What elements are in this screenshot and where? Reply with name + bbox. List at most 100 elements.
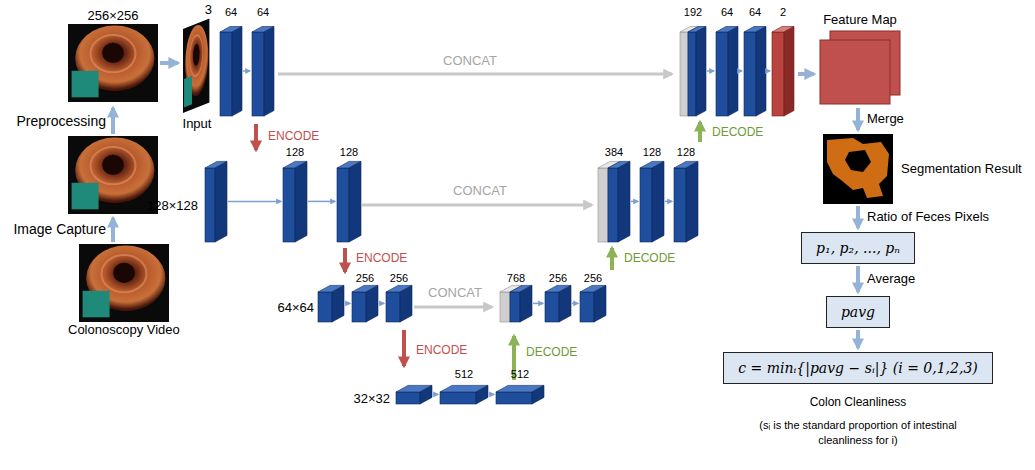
slab-front bbox=[396, 392, 420, 404]
layer-slab bbox=[772, 27, 794, 117]
layer-arrow bbox=[489, 394, 494, 396]
overlay-patch bbox=[184, 76, 192, 108]
node-caption: 256×256 bbox=[88, 8, 139, 24]
concat-arrow bbox=[278, 73, 672, 76]
slab-front bbox=[500, 292, 510, 322]
layer-arrow bbox=[767, 70, 770, 72]
slab-side bbox=[349, 161, 361, 242]
channel-count: 256 bbox=[356, 271, 374, 286]
layer-slab bbox=[220, 27, 242, 117]
colon-fold bbox=[101, 255, 146, 292]
pipeline-arrow bbox=[798, 72, 814, 76]
layer-slab bbox=[396, 385, 432, 404]
decode-label: DECODE bbox=[526, 345, 577, 360]
layer-slab bbox=[252, 27, 274, 117]
node-picture bbox=[182, 18, 212, 114]
concat-label: CONCAT bbox=[443, 53, 497, 68]
flow-arrow bbox=[856, 266, 860, 292]
side-label: Preprocessing bbox=[17, 114, 107, 129]
slab-side bbox=[559, 285, 571, 322]
layer-slab bbox=[337, 161, 361, 242]
node-picture bbox=[818, 30, 902, 106]
colon-lumen bbox=[193, 43, 199, 67]
layer-slab bbox=[744, 27, 766, 117]
side-label: Image Capture bbox=[13, 222, 106, 237]
layer-slab bbox=[716, 27, 738, 117]
frame-background bbox=[68, 136, 158, 214]
formula-text: c = minᵢ{|pavg − sᵢ|} (i = 0,1,2,3) bbox=[738, 358, 978, 378]
channel-count: 256 bbox=[390, 271, 408, 286]
slab-side bbox=[520, 285, 532, 322]
layer-arrow bbox=[739, 70, 742, 72]
channel-count: 64 bbox=[225, 5, 237, 20]
layer-arrow bbox=[345, 303, 350, 305]
segmentation-image: Segmentation Result bbox=[823, 134, 1022, 204]
slab-side bbox=[686, 161, 698, 242]
lumen-region bbox=[845, 150, 871, 172]
flow-arrow bbox=[856, 330, 860, 348]
channel-count: 128 bbox=[286, 145, 304, 160]
formula-text: p₁, p₂, ..., pₙ bbox=[816, 238, 900, 258]
node-caption: Colonoscopy Video bbox=[68, 322, 180, 338]
slab-side bbox=[652, 161, 664, 242]
resolution-label: 128×128 bbox=[147, 198, 198, 213]
node-caption: Segmentation Result bbox=[901, 161, 1022, 177]
frame-background bbox=[68, 24, 158, 102]
slab-side bbox=[756, 27, 766, 117]
channel-count: 64 bbox=[721, 5, 733, 20]
formula-box: p₁, p₂, ..., pₙ bbox=[801, 232, 915, 264]
slab-front bbox=[716, 32, 728, 116]
node-picture bbox=[68, 24, 158, 102]
layer-arrow bbox=[707, 70, 714, 72]
slab-side bbox=[332, 285, 344, 322]
image-node: 256×256 bbox=[68, 8, 158, 102]
encode-arrow bbox=[254, 124, 258, 150]
layer-slab bbox=[386, 285, 412, 322]
slab-side bbox=[400, 285, 412, 322]
concat-label: CONCAT bbox=[428, 285, 482, 300]
decode-label: DECODE bbox=[624, 251, 675, 266]
layer-arrow bbox=[379, 303, 384, 305]
slab-front bbox=[674, 168, 686, 242]
layer-slab bbox=[640, 161, 664, 242]
layer-slab bbox=[674, 161, 698, 242]
colon-fold bbox=[91, 35, 136, 72]
slab-front bbox=[386, 292, 400, 322]
resolution-label: 64×64 bbox=[277, 300, 314, 315]
channel-count: 384 bbox=[605, 145, 623, 160]
node-illustration bbox=[79, 244, 169, 322]
slab-front bbox=[220, 32, 232, 116]
channel-count: 256 bbox=[584, 271, 602, 286]
channel-count: 512 bbox=[511, 367, 529, 382]
layer-arrow bbox=[665, 201, 672, 203]
edge-label: Average bbox=[867, 271, 915, 287]
slab-side bbox=[476, 385, 488, 404]
slab-side bbox=[215, 161, 227, 242]
layer-slab bbox=[440, 385, 488, 404]
channel-count: 128 bbox=[643, 145, 661, 160]
slab-front bbox=[510, 292, 520, 322]
slab-front bbox=[580, 292, 594, 322]
layer-slab bbox=[688, 27, 706, 117]
input-image: 3Input bbox=[182, 2, 212, 132]
slab-side bbox=[420, 385, 432, 404]
frame-background bbox=[183, 18, 209, 113]
slab-front bbox=[352, 292, 366, 322]
slab-front bbox=[772, 32, 784, 116]
layer-arrow bbox=[572, 303, 578, 305]
slab-front bbox=[318, 292, 332, 322]
layer-slab bbox=[283, 161, 307, 242]
layer-slab bbox=[545, 285, 571, 322]
channel-count: 128 bbox=[677, 145, 695, 160]
layer-slab bbox=[318, 285, 344, 322]
formula-box: pavg bbox=[826, 296, 890, 328]
layer-arrow bbox=[433, 394, 438, 396]
flow-arrow bbox=[856, 206, 860, 228]
result-note: (sᵢ is the standard proportion of intest… bbox=[758, 418, 958, 448]
layer-slab bbox=[510, 285, 532, 322]
layer-slab bbox=[598, 161, 620, 242]
node-picture bbox=[823, 134, 893, 204]
encode-label: ENCODE bbox=[416, 343, 467, 358]
pipeline-arrow bbox=[111, 108, 115, 134]
channel-count: 768 bbox=[507, 271, 525, 286]
